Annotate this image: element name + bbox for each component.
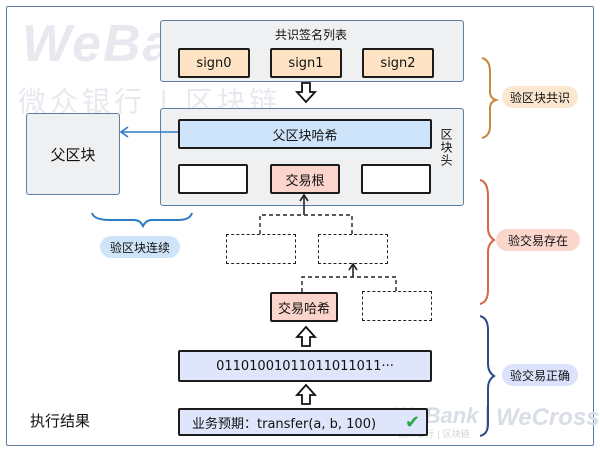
existence-brace bbox=[479, 179, 496, 305]
header-field-left bbox=[178, 164, 248, 194]
tx-root-label: 交易根 bbox=[285, 173, 325, 189]
sign0-label: sign0 bbox=[196, 55, 232, 71]
tx-hash-box: 交易哈希 bbox=[270, 292, 338, 322]
verify-consensus-pill: 验区块共识 bbox=[502, 86, 578, 108]
verify-existence-pill: 验交易存在 bbox=[496, 229, 580, 251]
correctness-brace bbox=[479, 315, 496, 437]
sign2-label: sign2 bbox=[380, 55, 416, 71]
hollow-arrow-up-icon bbox=[294, 383, 318, 405]
parent-hash-box: 父区块哈希 bbox=[178, 119, 432, 149]
arrow-left-icon bbox=[119, 126, 129, 138]
sign1-box: sign1 bbox=[270, 48, 342, 78]
result-label: 执行结果 bbox=[30, 412, 91, 430]
verify-correctness-pill: 验交易正确 bbox=[502, 364, 578, 386]
arrow-up-icon bbox=[299, 193, 309, 202]
expectation-box: 业务预期：transfer(a, b, 100) bbox=[178, 408, 428, 436]
header-field-right bbox=[361, 164, 431, 194]
merkle-node-right bbox=[318, 234, 388, 264]
check-icon: ✔ bbox=[405, 412, 421, 433]
expectation-label: 业务预期：transfer(a, b, 100) bbox=[192, 416, 377, 432]
parent-hash-label: 父区块哈希 bbox=[272, 128, 338, 144]
merkle-connector-bottom bbox=[301, 276, 397, 292]
sign1-label: sign1 bbox=[288, 55, 324, 71]
merkle-connector-top bbox=[259, 214, 353, 234]
consensus-brace bbox=[481, 57, 500, 139]
tx-bytes-label: 01101001011011011011··· bbox=[216, 358, 394, 374]
sign2-box: sign2 bbox=[362, 48, 434, 78]
watermark-separator bbox=[486, 406, 487, 434]
tx-bytes-box: 01101001011011011011··· bbox=[178, 350, 432, 382]
merkle-leaf-sibling bbox=[362, 291, 432, 321]
tx-hash-label: 交易哈希 bbox=[277, 301, 330, 317]
tx-root-box: 交易根 bbox=[270, 164, 340, 194]
merkle-node-left bbox=[226, 234, 296, 264]
continuity-brace bbox=[91, 212, 193, 229]
arrow-up-icon bbox=[348, 262, 358, 271]
sign0-box: sign0 bbox=[178, 48, 250, 78]
block-header-label: 区块头 bbox=[439, 128, 453, 167]
hollow-arrow-up-icon bbox=[294, 325, 318, 347]
parent-block: 父区块 bbox=[26, 113, 120, 195]
parent-block-label: 父区块 bbox=[50, 145, 96, 164]
hollow-arrow-down-icon bbox=[294, 82, 318, 104]
consensus-list-title: 共识签名列表 bbox=[274, 28, 347, 42]
verify-continuity-pill: 验区块连续 bbox=[100, 236, 180, 258]
